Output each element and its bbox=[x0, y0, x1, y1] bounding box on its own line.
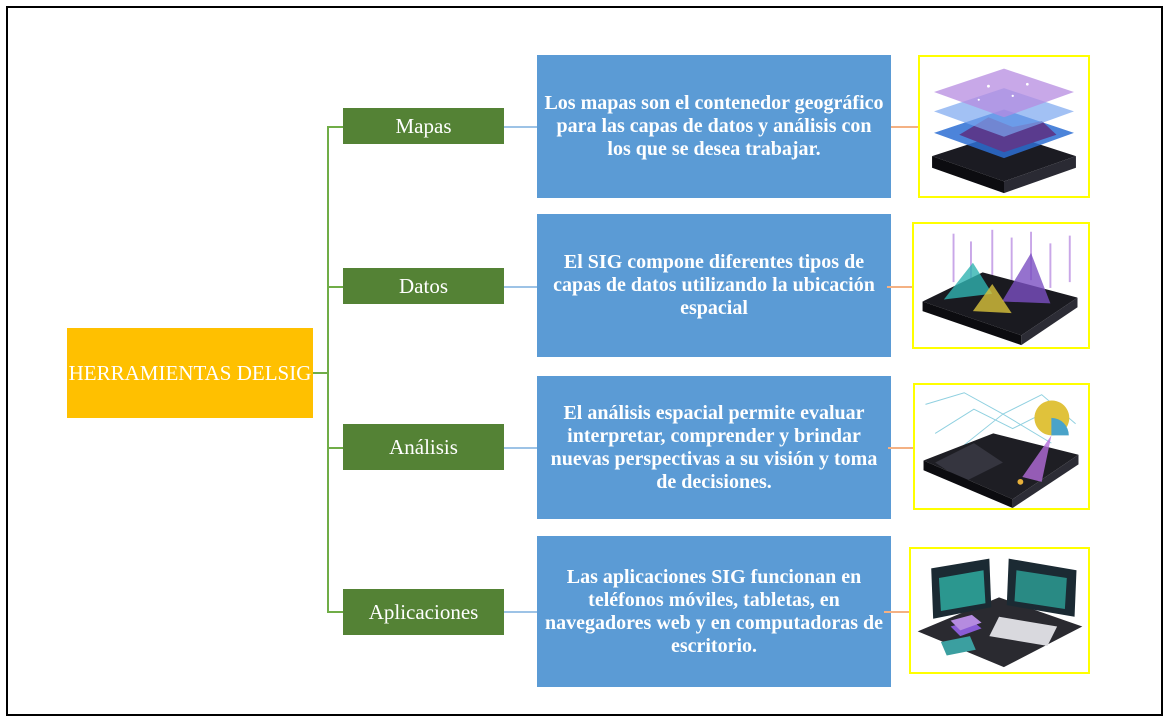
connector-aplicaciones-desc bbox=[504, 611, 537, 613]
trunk-to-mapas bbox=[327, 126, 343, 128]
trunk-to-analisis bbox=[327, 447, 343, 449]
description-mapas: Los mapas son el contenedor geográfico p… bbox=[537, 55, 891, 198]
category-mapas: Mapas bbox=[343, 108, 504, 144]
root-node: HERRAMIENTAS DELSIG bbox=[67, 328, 313, 418]
data-terrain-graphic bbox=[922, 229, 1078, 346]
trunk-line bbox=[327, 126, 329, 613]
analysis-terrain-graphic bbox=[923, 392, 1079, 508]
connector-mapas-image bbox=[891, 126, 919, 128]
category-analisis: Análisis bbox=[343, 424, 504, 470]
root-label: HERRAMIENTAS DELSIG bbox=[68, 361, 312, 385]
devices-graphic bbox=[917, 558, 1083, 668]
connector-mapas-desc bbox=[504, 126, 537, 128]
trunk-to-datos bbox=[327, 286, 343, 288]
layered-map-image bbox=[918, 55, 1090, 198]
category-datos: Datos bbox=[343, 268, 504, 304]
connector-datos-desc bbox=[504, 286, 537, 288]
connector-datos-image bbox=[887, 286, 913, 288]
connector-analisis-image bbox=[888, 447, 914, 449]
description-datos: El SIG compone diferentes tipos de capas… bbox=[537, 214, 891, 357]
data-terrain-image bbox=[912, 222, 1090, 349]
category-aplicaciones: Aplicaciones bbox=[343, 589, 504, 635]
connector-aplicaciones-image bbox=[884, 611, 910, 613]
analysis-terrain-image bbox=[913, 383, 1090, 510]
description-analisis: El análisis espacial permite evaluar int… bbox=[537, 376, 891, 519]
devices-image bbox=[909, 547, 1090, 674]
root-connector bbox=[313, 372, 329, 374]
trunk-to-aplicaciones bbox=[327, 611, 343, 613]
description-aplicaciones: Las aplicaciones SIG funcionan en teléfo… bbox=[537, 536, 891, 687]
connector-analisis-desc bbox=[504, 447, 537, 449]
layered-map-graphic bbox=[932, 68, 1076, 194]
